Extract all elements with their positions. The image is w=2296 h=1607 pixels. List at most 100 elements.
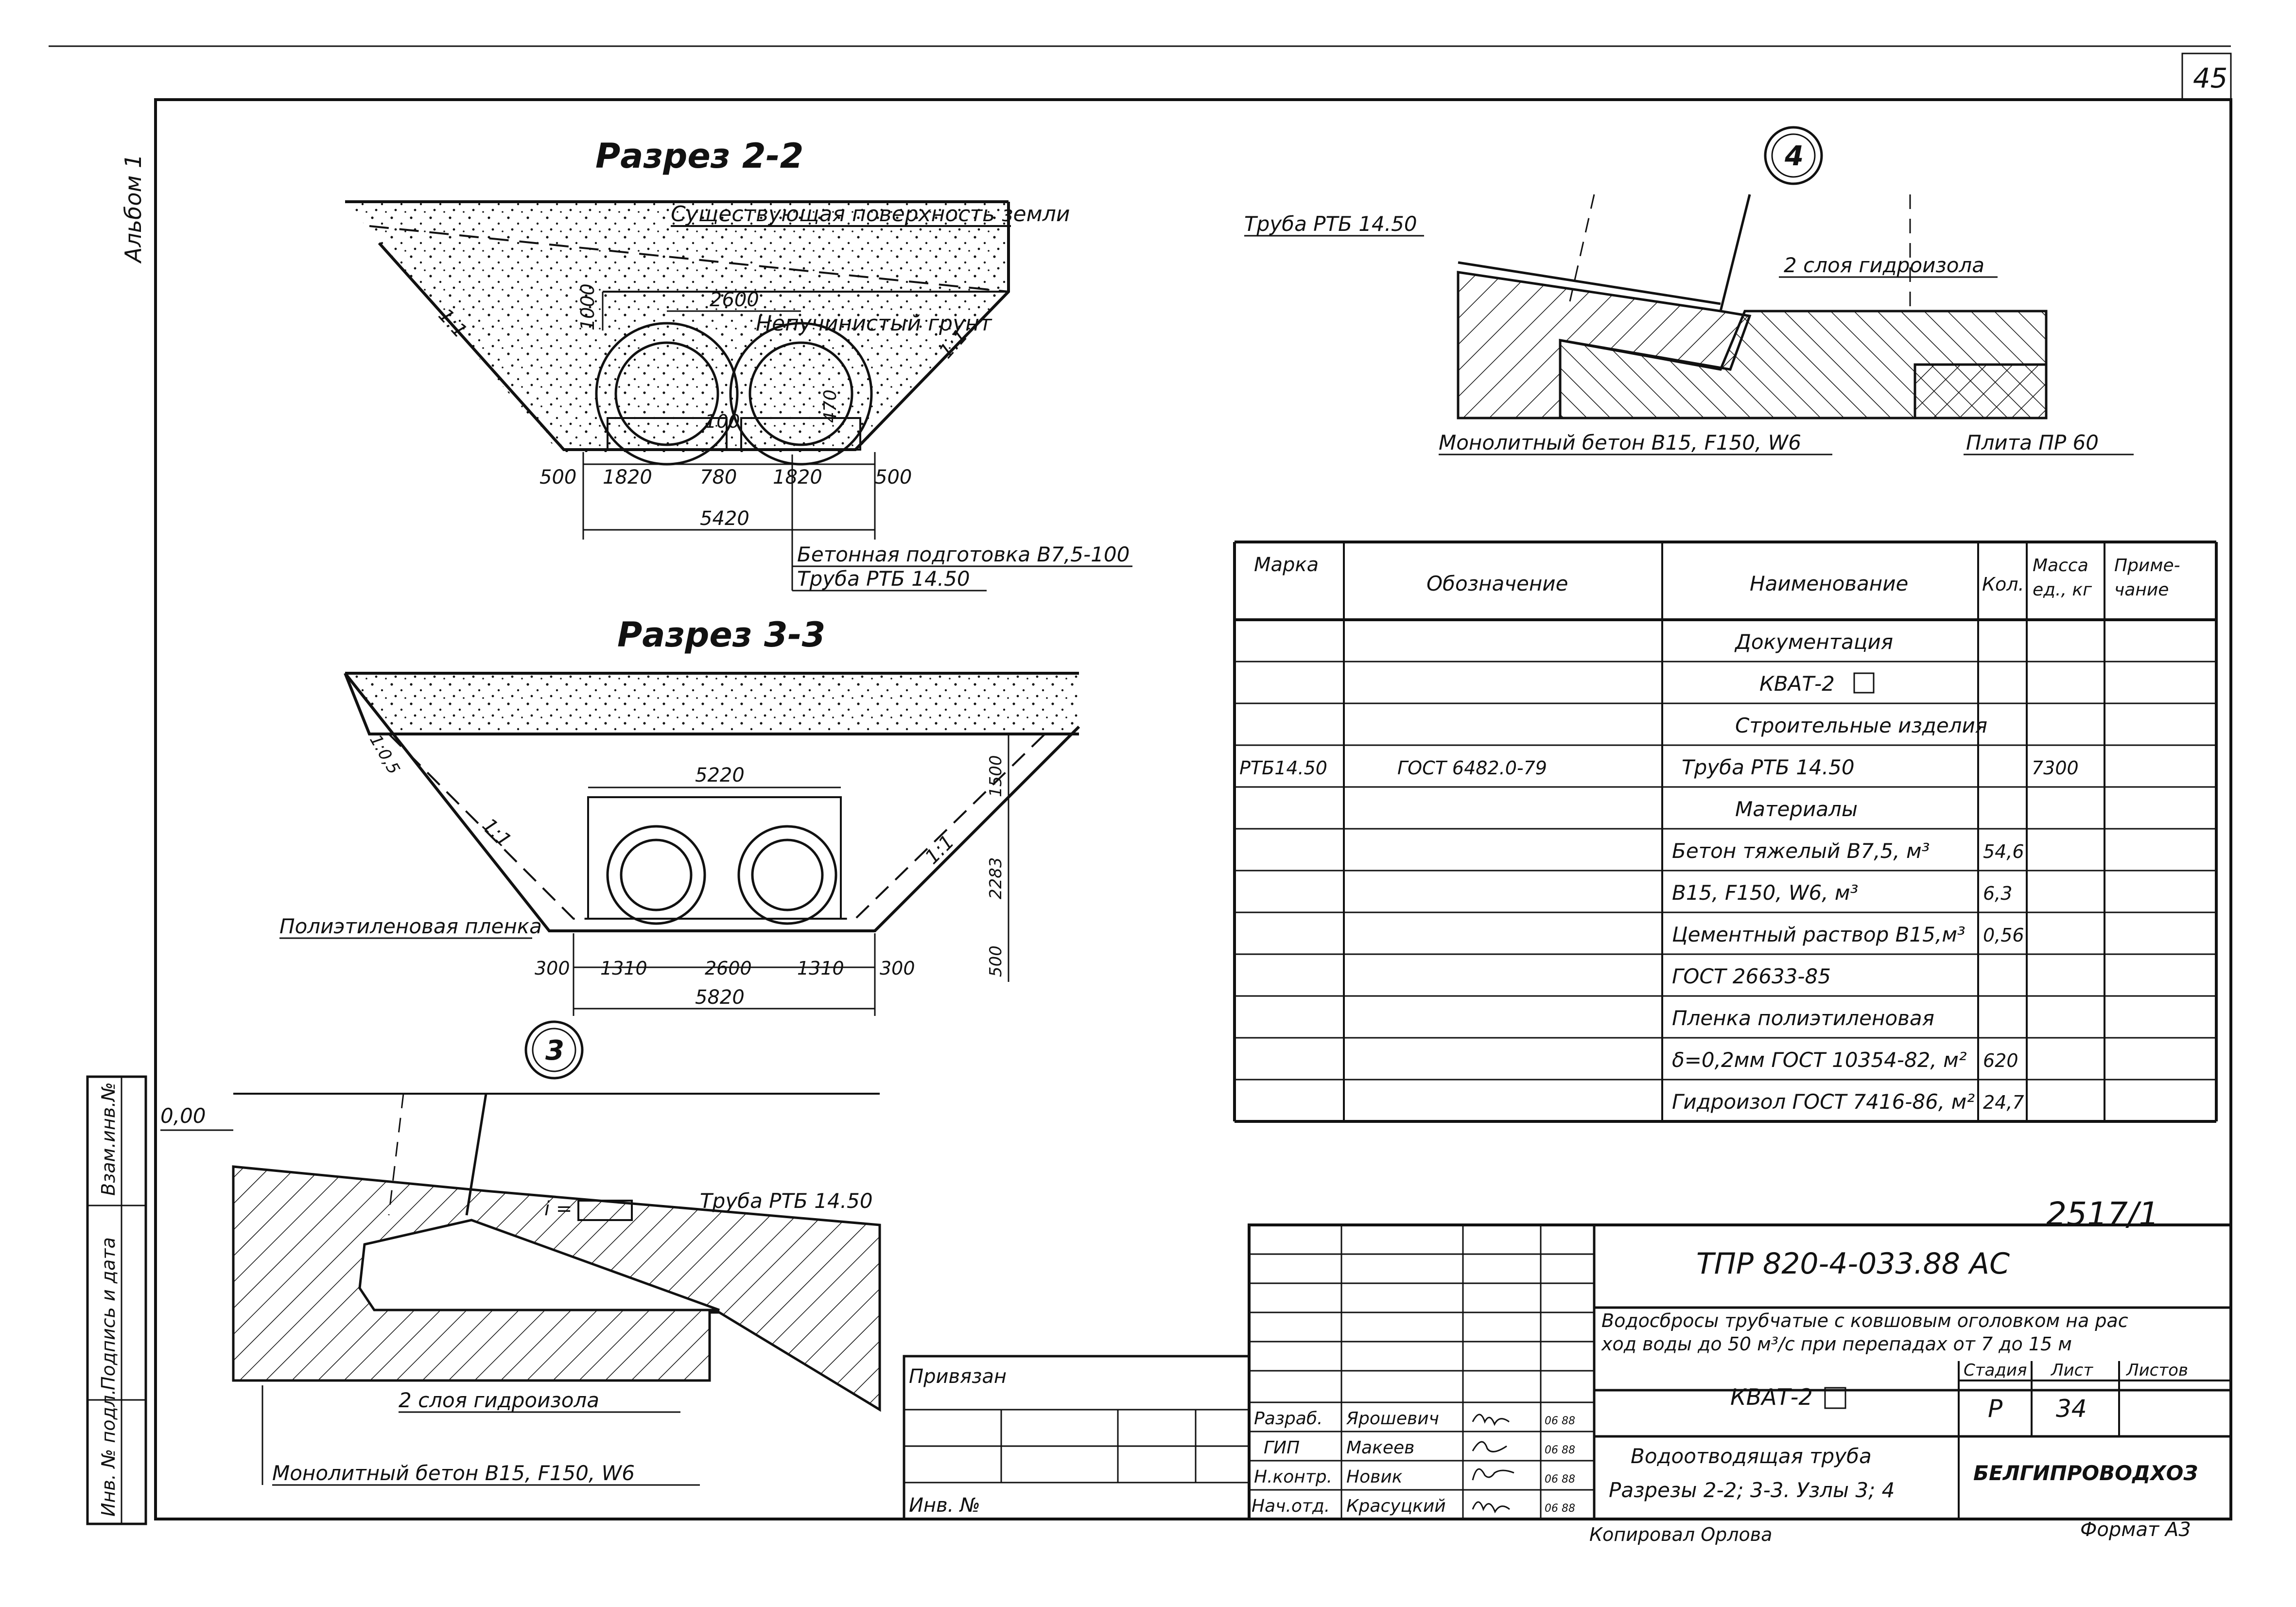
pipe-3-3-left: [606, 825, 706, 925]
svg-text:1820: 1820: [603, 466, 652, 489]
svg-text:06 88: 06 88: [1545, 1473, 1575, 1485]
spec-header-name: Наименование: [1750, 572, 1908, 595]
stage-value: Р: [1988, 1395, 2003, 1423]
svg-text:1:1: 1:1: [921, 831, 959, 869]
page-number: 45: [2193, 63, 2227, 94]
section-2-2-title: Разрез 2-2: [595, 136, 803, 176]
svg-text:2600: 2600: [705, 958, 752, 979]
section-3-3: Разрез 3-3 1:0,5 1:1 1:1 5220 1500 2283 …: [279, 615, 1080, 1016]
pipe-right: [729, 322, 873, 466]
section-3-3-title: Разрез 3-3: [617, 615, 825, 655]
pipe-3-3-right: [737, 825, 837, 925]
leader-pipe: Труба РТБ 14.50: [797, 567, 970, 591]
spec-cell-r6-c2: В15, F150, W6, м³: [1672, 881, 1858, 905]
spec-cell-r8-c2: ГОСТ 26633-85: [1672, 964, 1831, 988]
spec-cell-r11-c2: Гидроизол ГОСТ 7416-86, м²: [1672, 1090, 1975, 1114]
doc-code: 2517/1: [2046, 1195, 2159, 1233]
svg-text:300: 300: [535, 958, 570, 979]
spec-cell-r2-c2: Строительные изделия: [1735, 714, 1987, 737]
svg-text:2283: 2283: [986, 857, 1006, 899]
copied-by: Копировал Орлова: [1589, 1524, 1772, 1545]
sheet-title-1: Водоотводящая труба: [1631, 1444, 1872, 1468]
sheet-code: КВАТ-2: [1730, 1384, 1813, 1410]
svg-text:2600: 2600: [710, 289, 759, 311]
side-stamp: Инв. № подл. Подпись и дата Взам.инв.№: [86, 1075, 147, 1525]
svg-text:300: 300: [880, 958, 915, 979]
spec-cell-r11-c3: 24,7: [1983, 1092, 2024, 1113]
svg-text:Разраб.: Разраб.: [1254, 1409, 1322, 1429]
svg-text:Инв. № подл.: Инв. № подл.: [98, 1389, 119, 1517]
spec-cell-r9-c2: Пленка полиэтиленовая: [1672, 1006, 1934, 1030]
spec-cell-r1-c2: КВАТ-2: [1759, 672, 1835, 696]
spec-header-mark: Марка: [1254, 554, 1319, 576]
node-4-pipe-label: Труба РТБ 14.50: [1244, 212, 1417, 236]
node-3-waterproof-label: 2 слоя гидроизола: [399, 1388, 599, 1412]
spec-cell-r5-c2: Бетон тяжелый В7,5, м³: [1672, 839, 1930, 863]
svg-text:Подпись и дата: Подпись и дата: [98, 1237, 119, 1390]
node-4-slab-label: Плита ПР 60: [1966, 431, 2099, 454]
signature-2: [1472, 1441, 1507, 1452]
svg-text:Н.контр.: Н.контр.: [1254, 1467, 1332, 1487]
format-label: Формат А3: [2080, 1519, 2191, 1541]
spec-cell-r4-c2: Материалы: [1735, 797, 1858, 821]
spec-cell-r10-c2: δ=0,2мм ГОСТ 10354-82, м²: [1672, 1048, 1967, 1072]
svg-text:06 88: 06 88: [1545, 1444, 1575, 1456]
svg-text:1310: 1310: [797, 958, 844, 979]
spec-cell-r5-c3: 54,6: [1983, 841, 2024, 862]
ground-surface-label: Существующая поверхность земли: [671, 202, 1070, 227]
spec-header-note: Приме-чание: [2114, 556, 2180, 600]
node-3-number: 3: [545, 1035, 564, 1066]
svg-text:500: 500: [875, 466, 912, 489]
spec-cell-r3-c1: ГОСТ 6482.0-79: [1397, 757, 1547, 779]
svg-text:100: 100: [705, 411, 740, 432]
spec-header-qty: Кол.: [1982, 574, 2024, 595]
spec-cell-r10-c3: 620: [1983, 1050, 2018, 1071]
svg-text:Нач.отд.: Нач.отд.: [1252, 1496, 1330, 1516]
svg-text:i =: i =: [544, 1198, 572, 1220]
svg-text:5220: 5220: [695, 764, 745, 786]
svg-text:5820: 5820: [695, 986, 745, 1009]
inv-label: Инв. №: [909, 1494, 980, 1517]
svg-text:Взам.инв.№: Взам.инв.№: [98, 1082, 119, 1196]
node-3-concrete-label: Монолитный бетон В15, F150, W6: [272, 1461, 635, 1485]
node-4-concrete-label: Монолитный бетон В15, F150, W6: [1439, 431, 1801, 454]
svg-text:500: 500: [986, 945, 1006, 977]
spec-cell-r7-c3: 0,56: [1983, 925, 2024, 946]
node-3-pipe-label: Труба РТБ 14.50: [700, 1189, 873, 1213]
spec-header-designation: Обозначение: [1426, 572, 1568, 595]
svg-text:500: 500: [539, 466, 576, 489]
project-code: ТПР 820-4-033.88 АС: [1696, 1247, 2010, 1281]
node-4: 4 Труба РТБ 14.50 2 слоя гидроизола Моно…: [1244, 126, 2134, 455]
svg-text:0,00: 0,00: [160, 1104, 206, 1128]
project-description: Водосбросы трубчатые с ковшовым оголовко…: [1601, 1310, 2128, 1355]
spec-cell-r7-c2: Цементный раствор В15,м³: [1672, 923, 1966, 946]
spec-cell-r3-c2: Труба РТБ 14.50: [1682, 755, 1855, 779]
organization: БЕЛГИПРОВОДХОЗ: [1973, 1461, 2198, 1485]
svg-text:Макеев: Макеев: [1346, 1438, 1414, 1458]
svg-text:1820: 1820: [773, 466, 822, 489]
svg-text:06 88: 06 88: [1545, 1502, 1575, 1515]
svg-text:Листов: Листов: [2125, 1361, 2188, 1380]
node-4-waterproof-label: 2 слоя гидроизола: [1784, 253, 1984, 277]
svg-text:ГИП: ГИП: [1264, 1438, 1300, 1458]
svg-text:1310: 1310: [600, 958, 647, 979]
album-label: Альбом 1: [120, 154, 146, 264]
spec-cell-r6-c3: 6,3: [1983, 883, 2012, 904]
svg-text:780: 780: [700, 466, 737, 489]
spec-cell-r3-c0: РТБ14.50: [1239, 757, 1327, 779]
sheet-title-2: Разрезы 2-2; 3-3. Узлы 3; 4: [1609, 1478, 1895, 1502]
spec-cell-r0-c2: Документация: [1734, 630, 1893, 654]
svg-text:06 88: 06 88: [1545, 1415, 1575, 1427]
node-4-number: 4: [1784, 140, 1804, 172]
title-block: Привязан Инв. № Разраб. Ярошевич 06 88 Г…: [903, 1223, 2232, 1520]
leader-concrete-prep: Бетонная подготовка В7,5-100: [797, 542, 1130, 566]
svg-text:470: 470: [820, 389, 840, 423]
svg-text:1000: 1000: [577, 283, 598, 331]
film-label: Полиэтиленовая пленка: [279, 914, 542, 938]
tied-label: Привязан: [909, 1365, 1007, 1388]
signature-4: [1472, 1501, 1510, 1514]
signature-1: [1472, 1414, 1510, 1426]
sheet-value: 34: [2056, 1395, 2087, 1423]
